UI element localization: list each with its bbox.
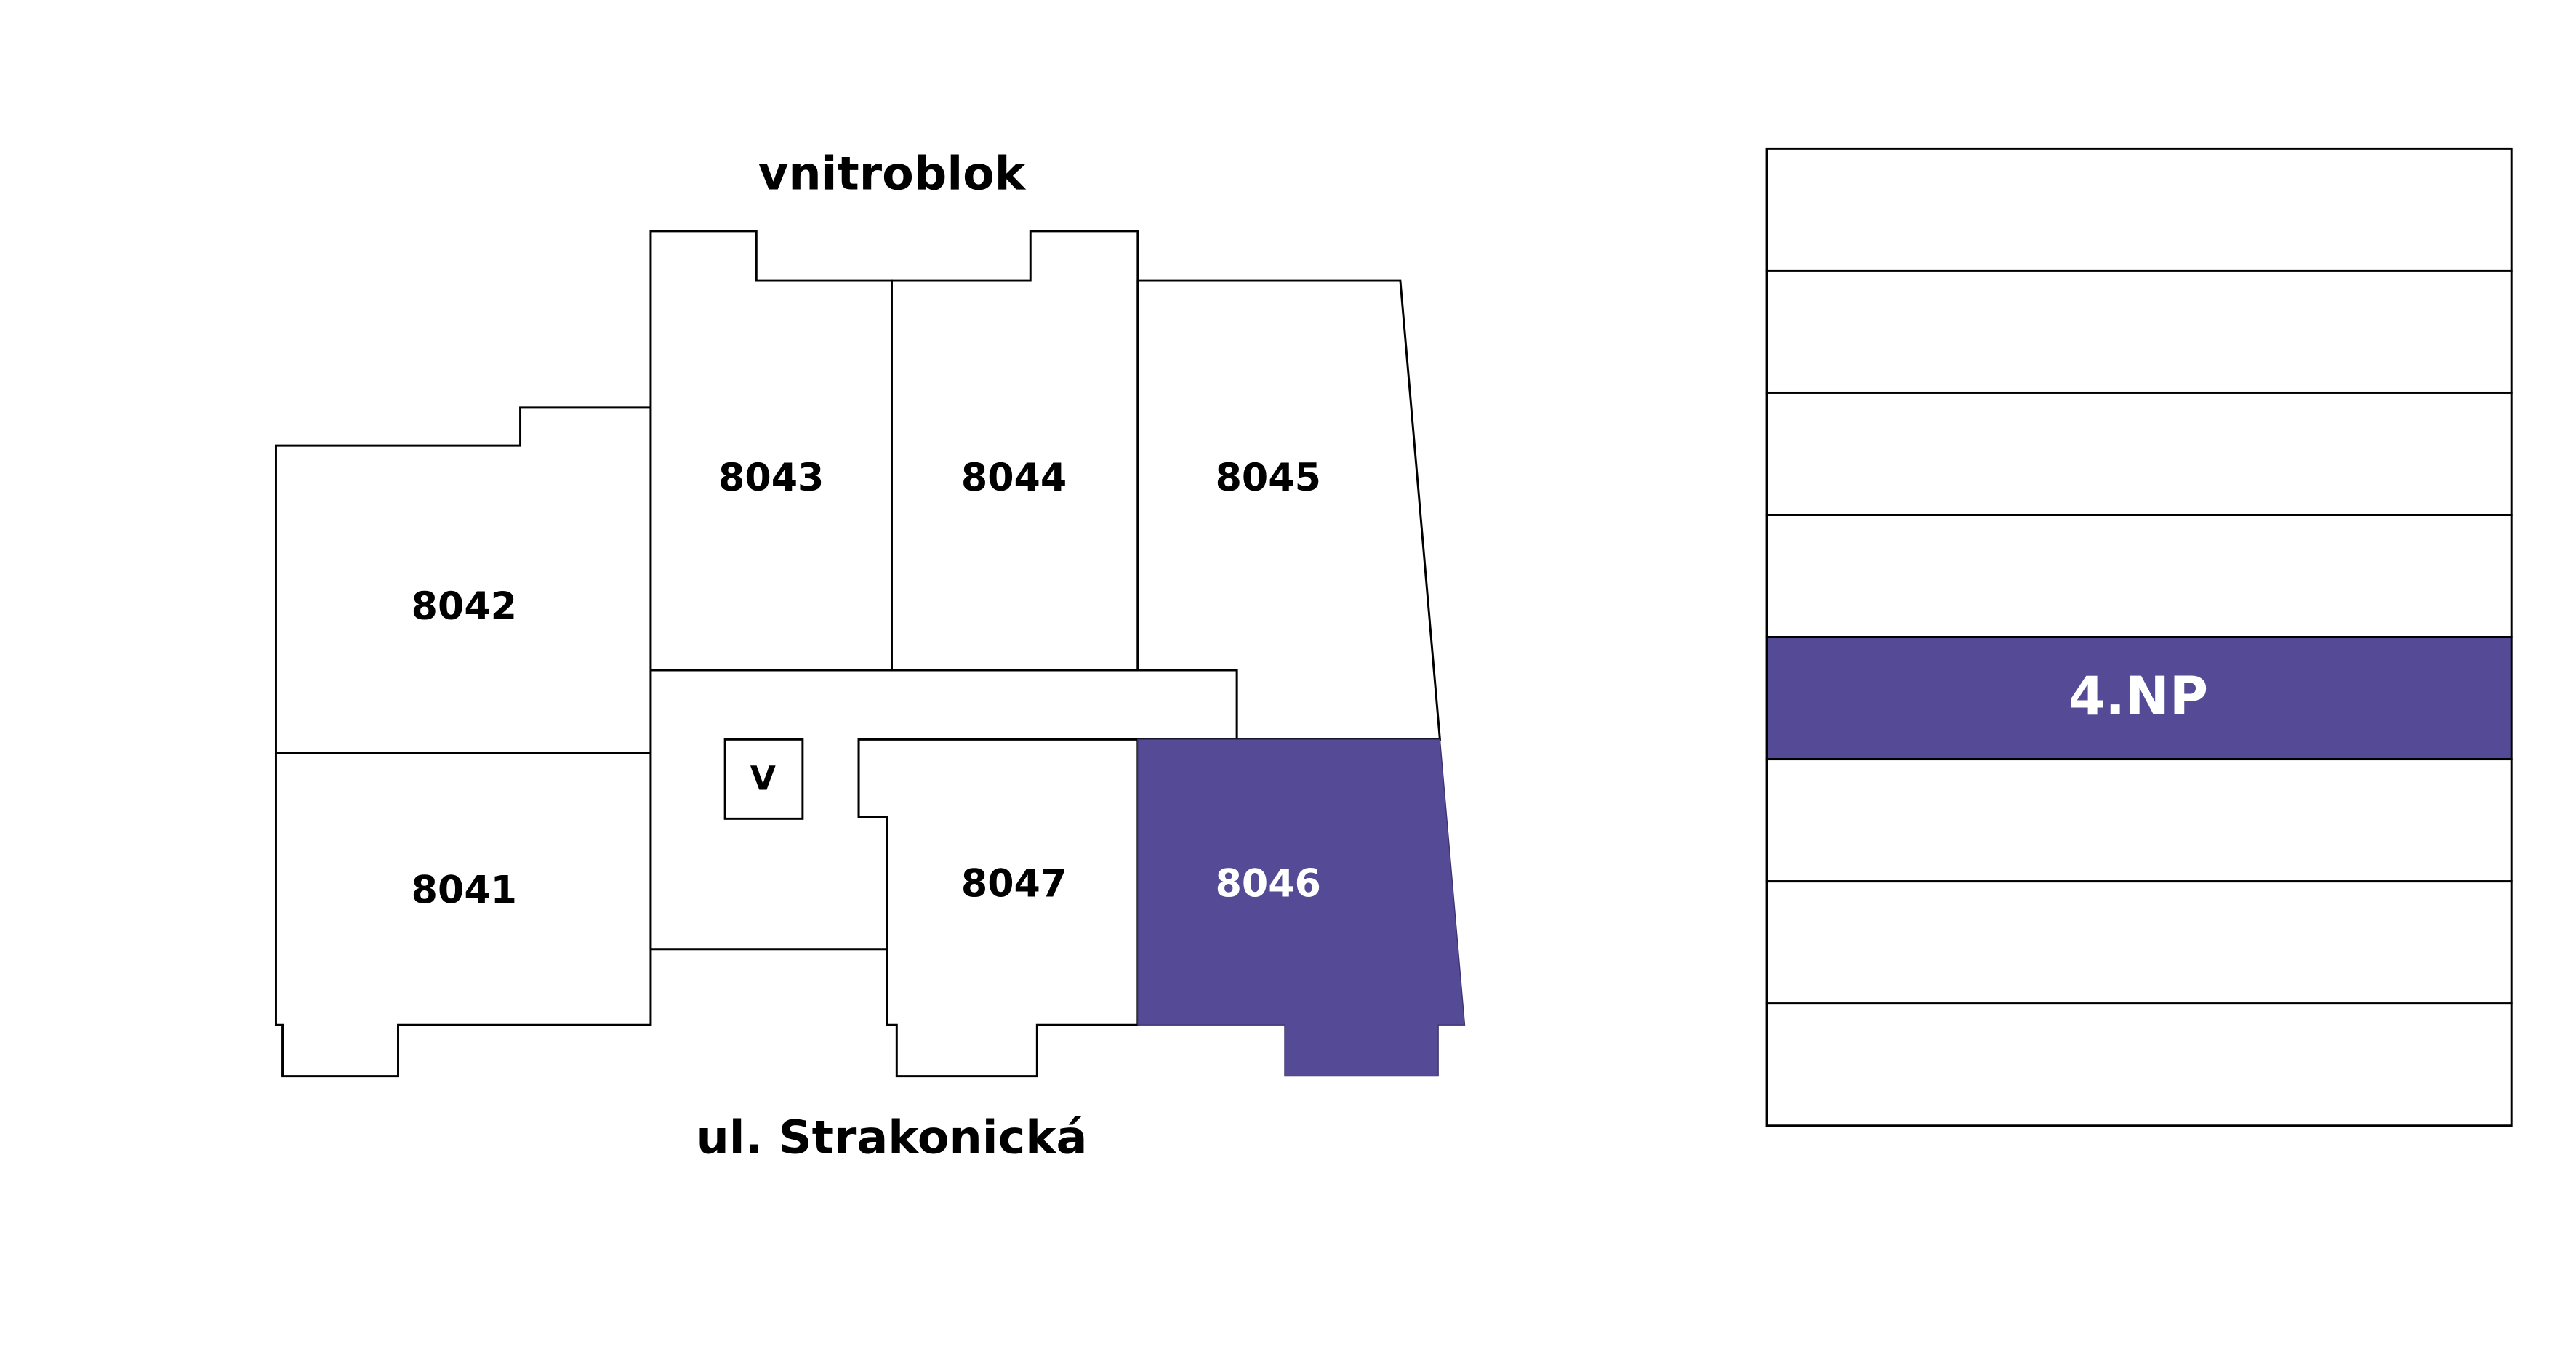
elevator-label: V	[750, 760, 776, 798]
unit-label-8041: 8041	[412, 869, 517, 913]
unit-8041[interactable]	[274, 752, 652, 1078]
unit-8046-selected[interactable]	[1137, 738, 1466, 1077]
floor-row-8[interactable]	[1765, 1002, 2513, 1127]
unit-label-8045: 8045	[1216, 456, 1321, 500]
unit-8044[interactable]	[891, 230, 1139, 672]
floor-selector: 4.NP	[1765, 147, 2513, 1127]
street-label: ul. Strakonická	[697, 1111, 1088, 1164]
unit-label-8047: 8047	[961, 862, 1067, 906]
unit-label-8043: 8043	[718, 456, 824, 500]
floor-row-4[interactable]	[1765, 514, 2513, 639]
selected-floor-label: 4.NP	[2069, 667, 2208, 728]
elevator	[723, 738, 804, 820]
floor-row-selected[interactable]	[1765, 636, 2513, 761]
floor-row-7[interactable]	[1765, 880, 2513, 1005]
unit-8042[interactable]	[274, 406, 652, 754]
floor-row-6[interactable]	[1765, 758, 2513, 883]
floor-row-1[interactable]	[1765, 147, 2513, 272]
unit-8043[interactable]	[649, 230, 893, 672]
unit-8047[interactable]	[857, 738, 1139, 1078]
floor-row-2[interactable]	[1765, 269, 2513, 394]
unit-label-8042: 8042	[412, 585, 517, 629]
courtyard-label: vnitroblok	[758, 147, 1027, 201]
floor-row-3[interactable]	[1765, 391, 2513, 516]
unit-label-8046: 8046	[1216, 862, 1321, 906]
unit-label-8044: 8044	[961, 456, 1067, 500]
floor-plan: vnitroblok 8042 8041 8043 8044 8045 8047…	[274, 147, 1466, 1164]
